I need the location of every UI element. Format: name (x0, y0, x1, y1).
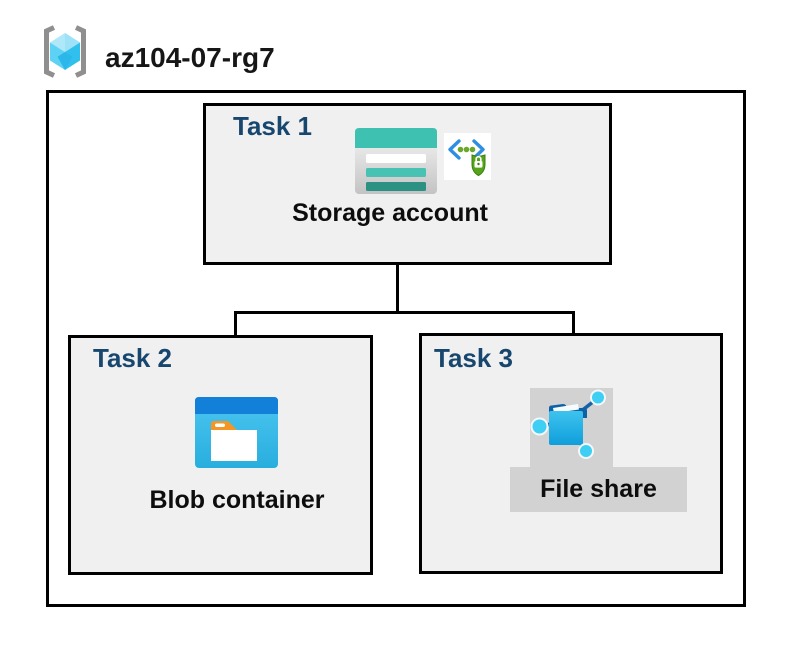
task2-label: Task 2 (93, 343, 173, 373)
connector-storage-stem (396, 265, 399, 313)
file-share-caption: File share (540, 475, 657, 503)
blob-container-caption: Blob container (149, 486, 325, 514)
file-share-folder-icon (530, 389, 606, 459)
storage-account-icon (355, 128, 437, 194)
resource-group-icon (44, 25, 86, 78)
file-share-label-highlight: File share (510, 467, 687, 512)
task1-label: Task 1 (233, 111, 313, 141)
blob-container-folder-icon (195, 397, 278, 468)
task3-label: Task 3 (434, 343, 514, 373)
storage-account-caption: Storage account (292, 199, 488, 227)
resource-group-title: az104-07-rg7 (105, 42, 275, 73)
task2-box: Task 2 (68, 335, 373, 575)
code-shield-lock-icon (444, 133, 491, 180)
connector-horizontal (234, 311, 575, 314)
